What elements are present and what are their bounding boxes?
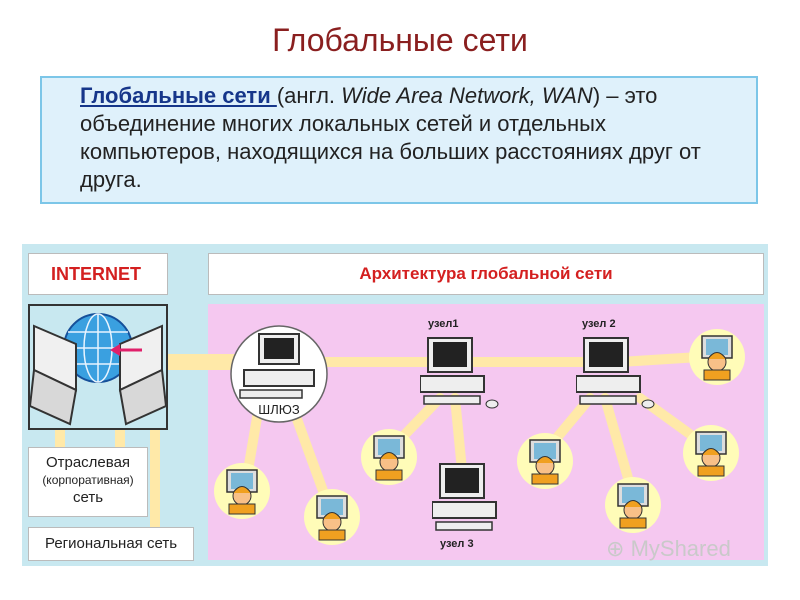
gateway-computer-icon [230,325,328,423]
node3-computer-icon [431,463,497,531]
node1-computer [419,336,500,412]
internet-globe-image [28,304,168,430]
user-workstation-5 [604,476,662,534]
node3-computer [431,462,512,538]
user-at-computer-icon [605,477,661,533]
regional-network-label: Региональная сеть [28,527,194,561]
node2-computer-icon [575,337,655,409]
architecture-label: Архитектура глобальной сети [208,253,764,295]
branch-label-line3: сеть [72,489,104,506]
watermark-text: MyShared [630,536,731,561]
node3-label: узел 3 [440,538,474,550]
slide-title: Глобальные сети [272,22,528,58]
definition-box: Глобальные сети (англ. Wide Area Network… [40,76,758,204]
definition-text: Глобальные сети (англ. Wide Area Network… [80,82,740,194]
branch-label-line2: (корпоративная) [42,473,134,487]
user-at-computer-icon [517,433,573,489]
node2-computer [575,336,656,412]
gateway-label: ШЛЮЗ [258,402,300,417]
definition-term: Глобальные сети [80,83,277,108]
branch-network-label: Отраслевая (корпоративная) сеть [28,447,148,517]
user-workstation-6 [682,424,740,482]
node1-label: узел1 [428,318,459,330]
user-workstation-4 [516,432,574,490]
globe-laptops-icon [28,313,168,426]
branch-label-line1: Отраслевая [45,454,131,471]
user-at-computer-icon [689,329,745,385]
user-workstation-7 [688,328,746,386]
user-workstation-2 [303,488,361,546]
watermark-icon: ⊕ [606,536,625,561]
definition-prefix: (англ. [276,83,342,108]
user-at-computer-icon [683,425,739,481]
node1-computer-icon [419,337,499,409]
internet-label: INTERNET [28,253,168,295]
user-at-computer-icon [304,489,360,545]
user-at-computer-icon [361,429,417,485]
node2-label: узел 2 [582,318,616,330]
gateway-node: ШЛЮЗ [224,324,334,424]
definition-body: ) – это объединение многих локальных сет… [80,83,701,192]
user-workstation-1 [213,462,271,520]
user-at-computer-icon [214,463,270,519]
user-workstation-3 [360,428,418,486]
definition-english: Wide Area Network, WAN [341,83,593,108]
watermark: ⊕ MyShared [606,536,731,562]
